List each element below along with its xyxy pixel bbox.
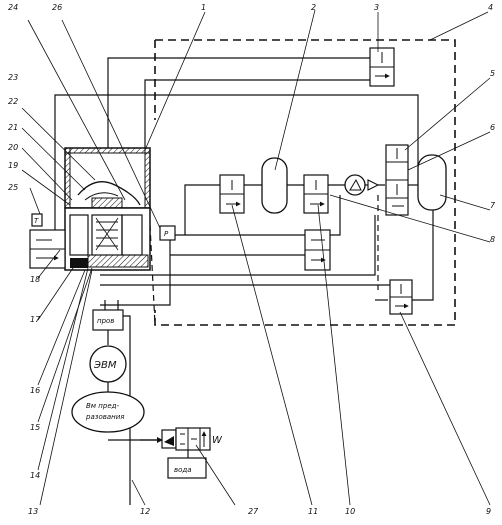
svg-text:Вм пред-: Вм пред- <box>86 402 119 410</box>
actuator-block <box>64 207 151 271</box>
valve-5-6 <box>385 144 409 216</box>
check-valve <box>367 179 380 191</box>
valve-27: W <box>161 427 223 451</box>
callout-3: 3 <box>374 3 379 12</box>
valve-3 <box>369 47 395 87</box>
chamber-block <box>64 147 151 209</box>
callout-1: 1 <box>201 3 206 12</box>
callout-22: 22 <box>8 97 18 106</box>
callout-labels: 1 2 3 4 5 6 7 8 9 10 11 12 13 14 15 16 1… <box>8 3 496 516</box>
svg-text:пров: пров <box>97 317 114 325</box>
callout-26: 26 <box>52 3 62 12</box>
computer-node: ЭВМ <box>89 345 127 383</box>
callout-16: 16 <box>30 386 40 395</box>
callout-19: 19 <box>8 161 18 170</box>
receiver-tank-2 <box>261 157 288 214</box>
svg-text:W: W <box>212 435 223 446</box>
callout-18: 18 <box>30 275 40 284</box>
valve-10-upper <box>303 174 329 214</box>
callout-10: 10 <box>345 507 355 516</box>
svg-text:ЭВМ: ЭВМ <box>93 360 117 371</box>
receiver-tank-7 <box>417 154 447 211</box>
pipelines <box>54 57 434 505</box>
callout-27: 27 <box>248 507 259 516</box>
callout-21: 21 <box>8 123 18 132</box>
callout-23: 23 <box>8 73 18 82</box>
callout-2: 2 <box>311 3 316 12</box>
callout-4: 4 <box>488 3 493 12</box>
pressure-sensor-26: P <box>159 225 176 241</box>
valve-11 <box>219 174 245 214</box>
callout-12: 12 <box>140 507 150 516</box>
callout-7: 7 <box>490 201 496 210</box>
callout-24: 24 <box>8 3 18 12</box>
valve-9 <box>389 279 413 315</box>
callout-8: 8 <box>490 235 495 244</box>
valve-10-lower <box>304 229 331 271</box>
svg-text:P: P <box>164 230 169 238</box>
callout-5: 5 <box>490 69 495 78</box>
leader-lines <box>21 9 491 506</box>
callout-15: 15 <box>30 423 40 432</box>
callout-14: 14 <box>30 471 40 480</box>
converter-node: Вм пред- разования <box>71 391 145 433</box>
callout-11: 11 <box>308 507 318 516</box>
callout-20: 20 <box>8 143 18 152</box>
callout-17: 17 <box>30 315 41 324</box>
callout-13: 13 <box>28 507 38 516</box>
water-box: вода <box>167 457 207 479</box>
pump <box>344 174 366 196</box>
callout-6: 6 <box>490 123 495 132</box>
sensor-box: пров <box>92 309 124 331</box>
callout-9: 9 <box>486 507 491 516</box>
svg-text:вода: вода <box>174 466 192 474</box>
svg-text:разования: разования <box>85 413 125 421</box>
callout-25: 25 <box>8 183 18 192</box>
svg-text:T: T <box>34 217 39 225</box>
left-valve: T <box>29 213 66 269</box>
